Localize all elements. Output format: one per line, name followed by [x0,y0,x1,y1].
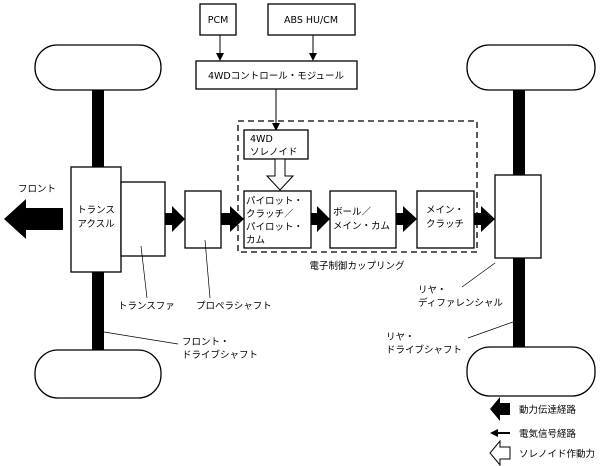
power-arrow [474,206,495,232]
svg-text:カム: カム [246,235,265,246]
svg-text:ボール／: ボール／ [333,207,372,218]
power-arrow [165,206,185,232]
solenoid-box: 4WD ソレノイド [243,129,309,160]
propeller-shaft-label: プロペラシャフト [196,301,272,312]
legend-power-icon [490,397,510,421]
front-power-arrow [4,199,63,239]
rear-differential-box [494,174,542,259]
front-drive-shaft-label: フロント・ [182,337,230,348]
front-wheel-right [34,349,162,399]
svg-text:ディファレンシャル: ディファレンシャル [418,297,503,309]
ball-cam-box: ボール／ メイン・カム [329,190,397,249]
pilot-clutch-box: パイロット・ クラッチ／ パイロット・ カム [243,190,312,249]
pcm-box: PCM [199,3,237,36]
pcm-label: PCM [208,15,229,26]
svg-text:アクスル: アクスル [77,219,115,230]
coupling-label: 電子制御カップリング [309,260,405,272]
svg-text:パイロット・: パイロット・ [246,222,303,233]
rear-differential-label: リヤ・ [418,285,447,296]
power-arrow [311,206,330,232]
solenoid-force-arrow [265,158,295,191]
svg-text:メイン・カム: メイン・カム [333,221,390,232]
coupling-boundary [237,120,478,253]
svg-text:クラッチ／: クラッチ／ [246,209,294,220]
svg-text:トランス: トランス [77,205,115,216]
svg-text:ドライブシャフト: ドライブシャフト [182,349,258,361]
control-module-label: 4WDコントロール・モジュール [208,71,345,82]
rear-drive-shaft-label: リヤ・ [386,332,415,343]
control-module-box: 4WDコントロール・モジュール [195,60,358,90]
svg-text:クラッチ: クラッチ [426,219,464,230]
legend-solenoid-icon [489,439,511,466]
power-arrow [221,206,244,232]
transfer-box [120,181,166,257]
svg-text:ドライブシャフト: ドライブシャフト [386,344,462,356]
rear-wheel-right [466,346,596,397]
rear-wheel-left [466,44,596,91]
svg-text:ソレノイド: ソレノイド [250,147,298,158]
abs-box: ABS HU/CM [267,3,356,36]
transfer-label: トランスファ [118,301,175,312]
legend-signal-icon [490,429,510,437]
front-wheel-left [34,44,162,91]
front-label: フロント [18,184,56,195]
legend-power-label: 動力伝達経路 [519,404,577,416]
svg-text:4WD: 4WD [250,134,273,145]
legend-signal-label: 電気信号経路 [519,428,577,440]
main-clutch-box: メイン・ クラッチ [416,190,475,249]
svg-text:メイン・: メイン・ [426,205,464,216]
transaxle-box: トランス アクスル [70,166,122,273]
abs-label: ABS HU/CM [284,15,338,26]
legend-solenoid-label: ソレノイド作動力 [519,448,595,460]
svg-text:パイロット・: パイロット・ [246,196,303,207]
propeller-shaft-box [184,190,222,249]
legend: 動力伝達経路 電気信号経路 ソレノイド作動力 [489,397,595,466]
power-arrow [396,206,417,232]
